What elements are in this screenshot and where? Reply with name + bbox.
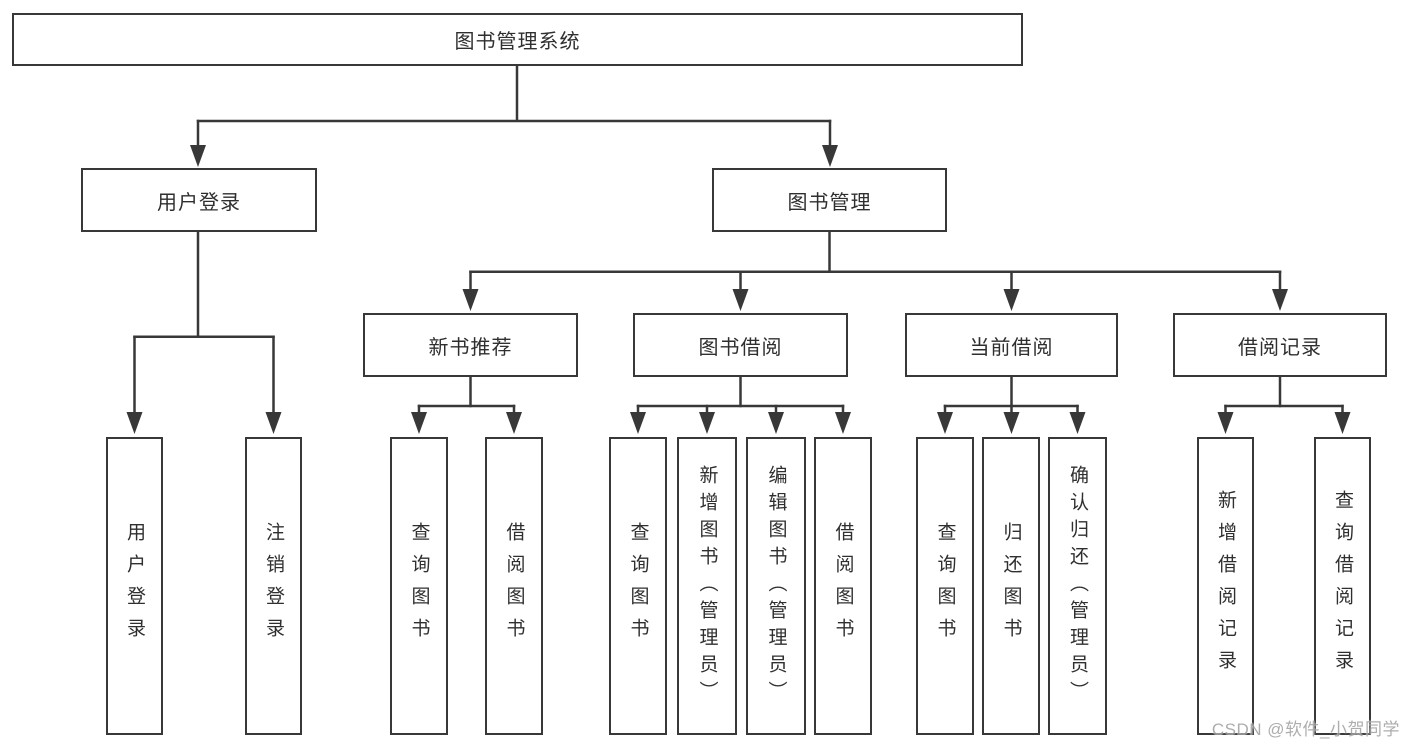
leaf-return-books: 归还图书 <box>982 437 1040 735</box>
leaf-borrow-books-recommend-label: 借阅图书 <box>503 522 525 650</box>
leaf-query-books-recommend-label: 查询图书 <box>408 522 430 650</box>
leaf-user-login-label: 用户登录 <box>124 522 145 650</box>
node-book-borrow-label: 图书借阅 <box>698 336 783 359</box>
leaf-user-login: 用户登录 <box>106 437 163 735</box>
leaf-query-books-current-label: 查询图书 <box>934 522 956 650</box>
node-current-borrow-label: 当前借阅 <box>969 336 1054 359</box>
leaf-logout: 注销登录 <box>245 437 302 735</box>
node-root: 图书管理系统 <box>12 13 1023 66</box>
node-user-login-label: 用户登录 <box>157 191 241 214</box>
leaf-add-borrow-record-label: 新增借阅记录 <box>1215 490 1236 682</box>
node-new-book-recommend-label: 新书推荐 <box>428 336 513 359</box>
node-book-management-label: 图书管理 <box>787 191 872 214</box>
leaf-query-books-borrow-label: 查询图书 <box>627 522 649 650</box>
leaf-add-borrow-record: 新增借阅记录 <box>1197 437 1254 735</box>
leaf-query-books-recommend: 查询图书 <box>390 437 448 735</box>
node-user-login: 用户登录 <box>81 168 317 232</box>
leaf-query-borrow-record-label: 查询借阅记录 <box>1332 490 1353 682</box>
leaf-confirm-return-admin: 确认归还（管理员） <box>1048 437 1107 735</box>
node-book-borrow: 图书借阅 <box>633 313 848 377</box>
leaf-query-books-current: 查询图书 <box>916 437 974 735</box>
leaf-borrow-books: 借阅图书 <box>814 437 872 735</box>
leaf-edit-books-admin: 编辑图书（管理员） <box>746 437 806 735</box>
node-borrow-records-label: 借阅记录 <box>1238 336 1322 359</box>
leaf-query-books-borrow: 查询图书 <box>609 437 667 735</box>
leaf-return-books-label: 归还图书 <box>1000 522 1022 650</box>
csdn-watermark: CSDN @软件_小贺同学 <box>1211 720 1400 739</box>
leaf-confirm-return-admin-label: 确认归还（管理员） <box>1067 464 1088 708</box>
leaf-add-books-admin: 新增图书（管理员） <box>677 437 737 735</box>
leaf-edit-books-admin-label: 编辑图书（管理员） <box>765 464 787 708</box>
leaf-add-books-admin-label: 新增图书（管理员） <box>696 464 718 708</box>
leaf-logout-label: 注销登录 <box>263 522 284 650</box>
node-borrow-records: 借阅记录 <box>1173 313 1387 377</box>
node-root-label: 图书管理系统 <box>454 31 581 53</box>
node-book-management: 图书管理 <box>712 168 947 232</box>
leaf-borrow-books-recommend: 借阅图书 <box>485 437 543 735</box>
leaf-borrow-books-label: 借阅图书 <box>832 522 854 650</box>
node-current-borrow: 当前借阅 <box>905 313 1118 377</box>
node-new-book-recommend: 新书推荐 <box>363 313 578 377</box>
leaf-query-borrow-record: 查询借阅记录 <box>1314 437 1371 735</box>
